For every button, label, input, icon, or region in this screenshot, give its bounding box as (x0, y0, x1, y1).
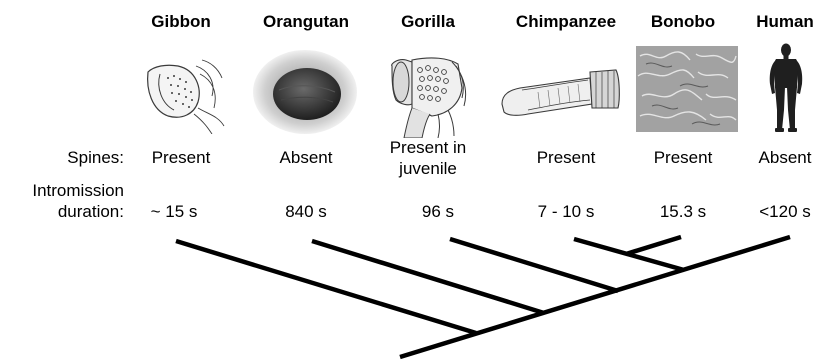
tree-branch-gorilla (450, 239, 618, 291)
tree-branch-gibbon (176, 241, 476, 333)
tree-branch-human-root (400, 237, 790, 357)
tree-branch-bonobo (626, 237, 681, 254)
tree-branch-orangutan (312, 241, 544, 313)
